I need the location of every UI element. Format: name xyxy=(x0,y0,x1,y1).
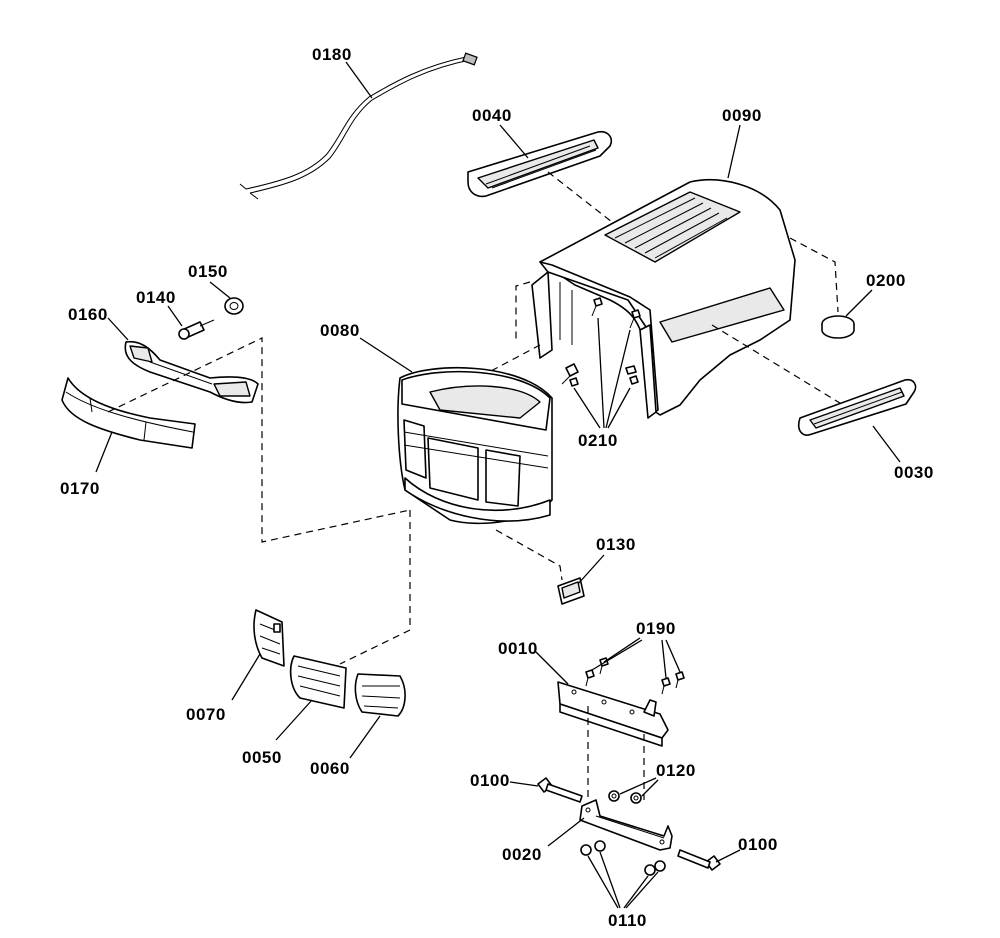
leader-0200 xyxy=(845,289,873,317)
leader-0190-b xyxy=(591,639,643,671)
callout-0060: 0060 xyxy=(310,759,350,778)
dash-headlight-box xyxy=(107,337,411,543)
part-0130-clip xyxy=(557,577,585,605)
part-0170-lens-strip xyxy=(61,377,196,449)
dash-0080-0130 xyxy=(495,529,563,581)
part-0210-screws xyxy=(561,297,641,387)
part-0150-nut xyxy=(224,297,244,315)
dash-hood-0080 xyxy=(439,344,541,399)
leader-0090 xyxy=(727,124,741,179)
part-0190-screws xyxy=(585,657,685,695)
part-0120-nuts xyxy=(608,790,642,804)
dash-0080-down xyxy=(339,510,411,665)
callout-0210: 0210 xyxy=(578,431,618,450)
leader-0120-a xyxy=(619,777,657,795)
leader-0190-d xyxy=(665,639,681,673)
part-0070-grille-insert xyxy=(253,609,285,667)
leader-0020 xyxy=(547,817,585,847)
callout-0130: 0130 xyxy=(596,535,636,554)
callout-0100-right: 0100 xyxy=(738,835,778,854)
leader-0210-a xyxy=(597,317,605,429)
callout-0180: 0180 xyxy=(312,45,352,64)
leader-0110-a xyxy=(587,855,619,909)
leader-0070 xyxy=(231,653,261,701)
part-0030-lens xyxy=(797,378,917,436)
callout-0080: 0080 xyxy=(320,321,360,340)
callout-0040: 0040 xyxy=(472,106,512,125)
callout-0020: 0020 xyxy=(502,845,542,864)
callout-0150: 0150 xyxy=(188,262,228,281)
leader-0210-c xyxy=(573,387,601,429)
leader-0140 xyxy=(167,305,183,327)
part-0200-plug xyxy=(821,315,855,339)
dash-hood-0200 xyxy=(789,237,839,313)
leader-0040 xyxy=(499,124,529,159)
leader-0190-c xyxy=(661,639,667,679)
callout-0090: 0090 xyxy=(722,106,762,125)
callout-0050: 0050 xyxy=(242,748,282,767)
part-0160-headlight-bracket xyxy=(124,340,259,404)
leader-0210-d xyxy=(607,387,631,429)
part-0100-bolt-right xyxy=(677,849,721,871)
callout-0110: 0110 xyxy=(608,911,647,930)
callout-0100-left: 0100 xyxy=(470,771,510,790)
leader-0080 xyxy=(359,337,413,373)
leader-0120-b xyxy=(641,779,659,797)
leader-0050 xyxy=(275,699,313,741)
callout-0190: 0190 xyxy=(636,619,676,638)
leader-0170 xyxy=(95,431,113,473)
part-0180-wire-harness xyxy=(239,52,478,200)
dash-hood-0030 xyxy=(711,324,849,409)
leader-0030 xyxy=(872,425,901,463)
leader-0010 xyxy=(535,651,569,685)
part-0090-hood xyxy=(531,179,796,419)
callout-0120: 0120 xyxy=(656,761,696,780)
leader-0160 xyxy=(107,317,129,341)
callout-0030: 0030 xyxy=(894,463,934,482)
dash-0040-hood xyxy=(547,171,613,223)
leader-0110-b xyxy=(599,851,621,909)
leader-0110-c xyxy=(623,875,649,909)
leader-0130 xyxy=(577,554,605,585)
callout-0170: 0170 xyxy=(60,479,100,498)
callout-0140: 0140 xyxy=(136,288,176,307)
part-0080-grille-housing xyxy=(397,367,553,525)
leader-0110-d xyxy=(625,871,659,909)
part-0100-bolt-left xyxy=(537,777,583,803)
leader-0210-b xyxy=(605,329,631,429)
part-0020-axle-bracket xyxy=(579,799,673,851)
callout-0200: 0200 xyxy=(866,271,906,290)
part-0140-bulb xyxy=(178,319,215,340)
leader-0100b xyxy=(715,849,741,863)
leader-0180 xyxy=(345,61,373,99)
leader-0100a xyxy=(509,781,539,787)
leader-0190-a xyxy=(603,637,641,663)
part-0060-grille-insert xyxy=(354,673,406,717)
callout-0010: 0010 xyxy=(498,639,538,658)
part-0110-nuts xyxy=(580,840,666,876)
part-0050-grille-screen xyxy=(289,655,347,709)
part-0040-lens xyxy=(467,130,613,198)
leader-0150 xyxy=(209,281,231,299)
callout-0160: 0160 xyxy=(68,305,108,324)
leader-0060 xyxy=(349,715,381,759)
dash-hood-left xyxy=(515,281,531,340)
callout-0070: 0070 xyxy=(186,705,226,724)
part-0010-bracket xyxy=(557,681,669,747)
